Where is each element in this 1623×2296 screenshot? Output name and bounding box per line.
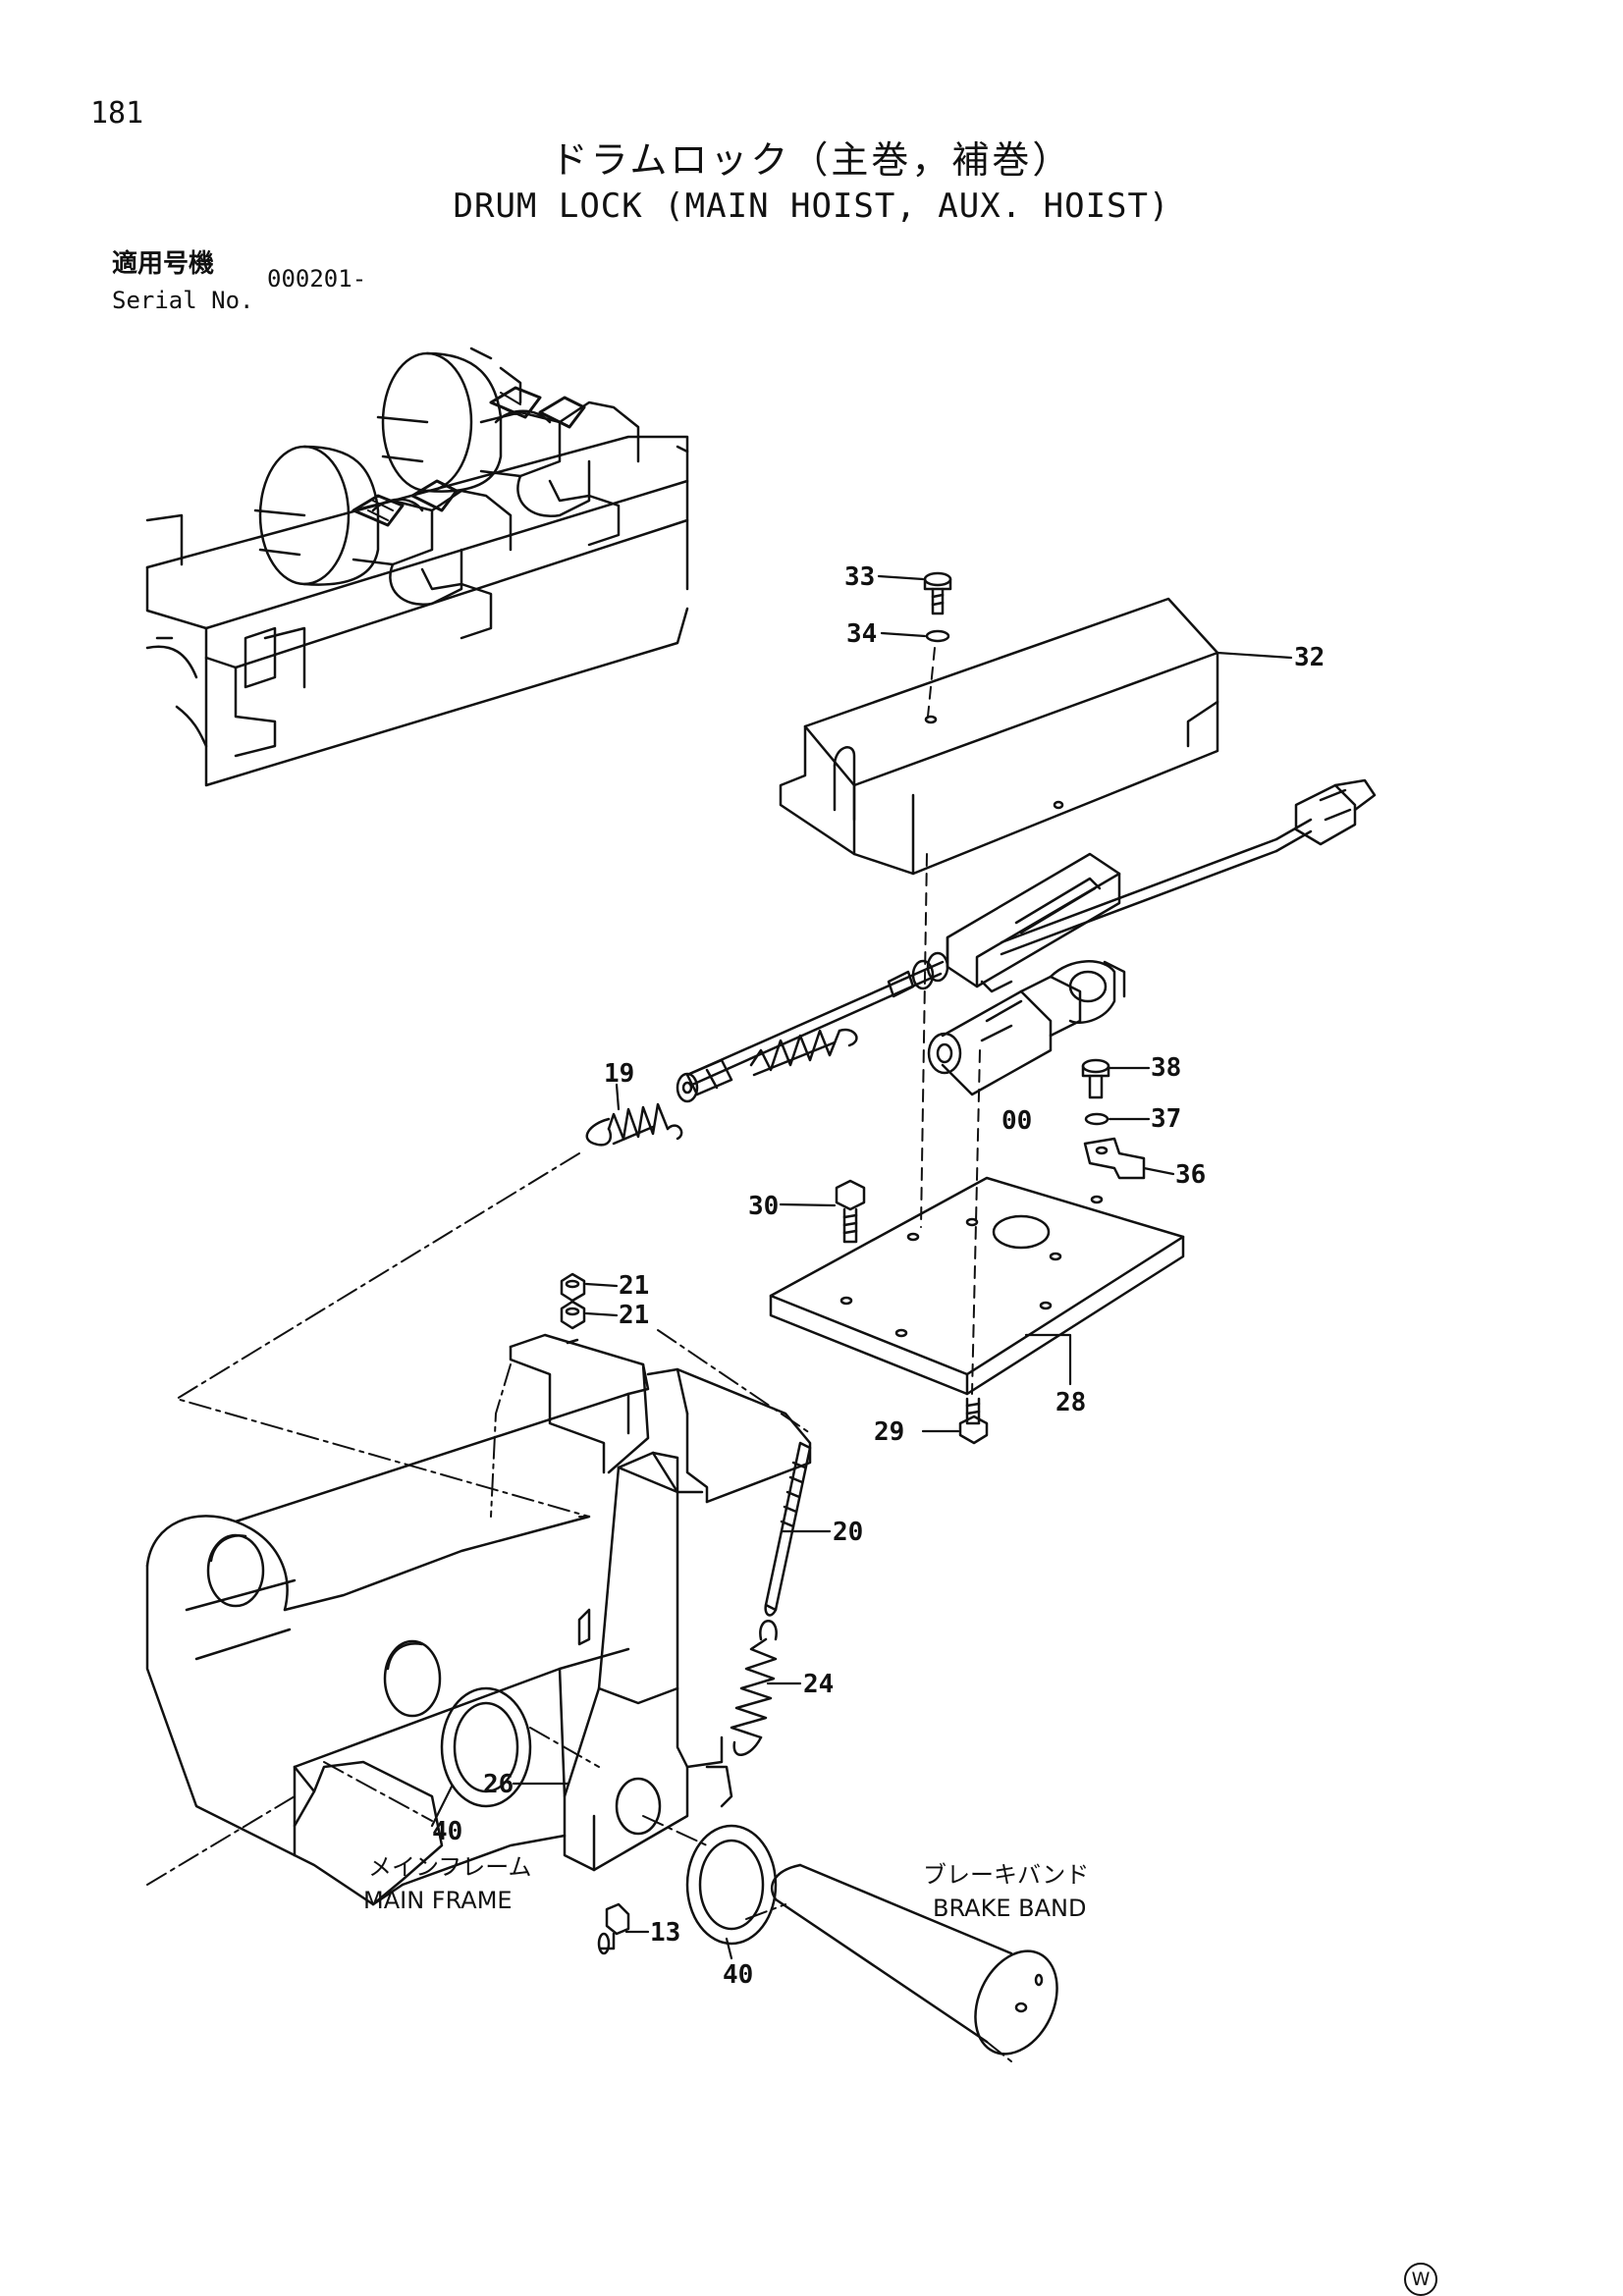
page-number: 181 <box>90 96 144 131</box>
part-rod-20 <box>764 1441 812 1617</box>
callout-29: 29 <box>874 1417 904 1447</box>
title-japanese: ドラムロック（主巻，補巻） <box>550 138 1073 182</box>
callout-21-lower: 21 <box>619 1301 649 1330</box>
serial-label-english: Serial No. <box>112 287 254 314</box>
part-ring-40-left <box>440 1686 532 1808</box>
callout-20: 20 <box>833 1518 863 1547</box>
title-english: DRUM LOCK (MAIN HOIST, AUX. HOIST) <box>453 187 1170 226</box>
part-brake-band-drum <box>770 1863 1058 2056</box>
callout-19: 19 <box>604 1059 634 1089</box>
part-bolt-30 <box>835 1179 866 1244</box>
publisher-mark: W <box>1404 2263 1437 2296</box>
part-spring-24 <box>730 1620 778 1756</box>
part-bolt-33 <box>923 571 952 615</box>
callout-21-upper: 21 <box>619 1271 649 1301</box>
part-base-plate <box>769 1176 1185 1396</box>
serial-label-japanese: 適用号機 <box>112 249 215 279</box>
callout-labels: 33 34 32 38 37 36 00 19 30 21 21 28 29 2… <box>432 562 1325 1990</box>
part-nut-21-upper <box>560 1272 586 1303</box>
callout-13: 13 <box>650 1918 680 1948</box>
part-washer-37 <box>1084 1112 1109 1126</box>
callout-40-right: 40 <box>723 1960 753 1990</box>
callout-36: 36 <box>1175 1160 1206 1190</box>
callout-38: 38 <box>1151 1053 1181 1083</box>
reference-lines <box>146 1152 1012 2062</box>
part-ring-40-right <box>685 1824 778 1946</box>
callout-32: 32 <box>1294 643 1325 672</box>
part-bolt-38 <box>1081 1058 1110 1099</box>
callout-34: 34 <box>846 619 877 649</box>
part-washer-34 <box>925 629 950 643</box>
overview-drum-assembly <box>145 347 689 787</box>
callout-33: 33 <box>844 562 875 592</box>
brake-band-label-en: BRAKE BAND <box>933 1895 1086 1922</box>
callout-24: 24 <box>803 1670 834 1699</box>
callout-37: 37 <box>1151 1104 1181 1134</box>
area-labels: メインフレーム MAIN FRAME ブレーキバンド BRAKE BAND <box>363 1853 1089 1922</box>
main-frame-label-en: MAIN FRAME <box>363 1887 513 1914</box>
callout-40-left: 40 <box>432 1817 462 1846</box>
part-grease-fitting-13 <box>597 1902 630 1955</box>
callout-30: 30 <box>748 1192 779 1221</box>
part-spring-19 <box>585 1102 683 1147</box>
callout-26: 26 <box>483 1770 514 1799</box>
part-lock-lever <box>509 1333 812 1872</box>
main-frame-label-jp: メインフレーム <box>368 1853 532 1881</box>
part-actuator-assembly <box>676 778 1377 1103</box>
serial-value: 000201- <box>267 265 367 293</box>
callout-00: 00 <box>1001 1106 1032 1136</box>
callout-28: 28 <box>1055 1388 1086 1417</box>
assembly-center-lines <box>920 647 981 1395</box>
part-bolt-29 <box>958 1397 989 1445</box>
leader-lines <box>430 574 1293 1960</box>
part-main-frame <box>145 1392 630 1906</box>
part-nut-21-lower <box>560 1300 586 1330</box>
brake-band-label-jp: ブレーキバンド <box>923 1861 1089 1889</box>
part-bracket-36 <box>1083 1137 1146 1180</box>
